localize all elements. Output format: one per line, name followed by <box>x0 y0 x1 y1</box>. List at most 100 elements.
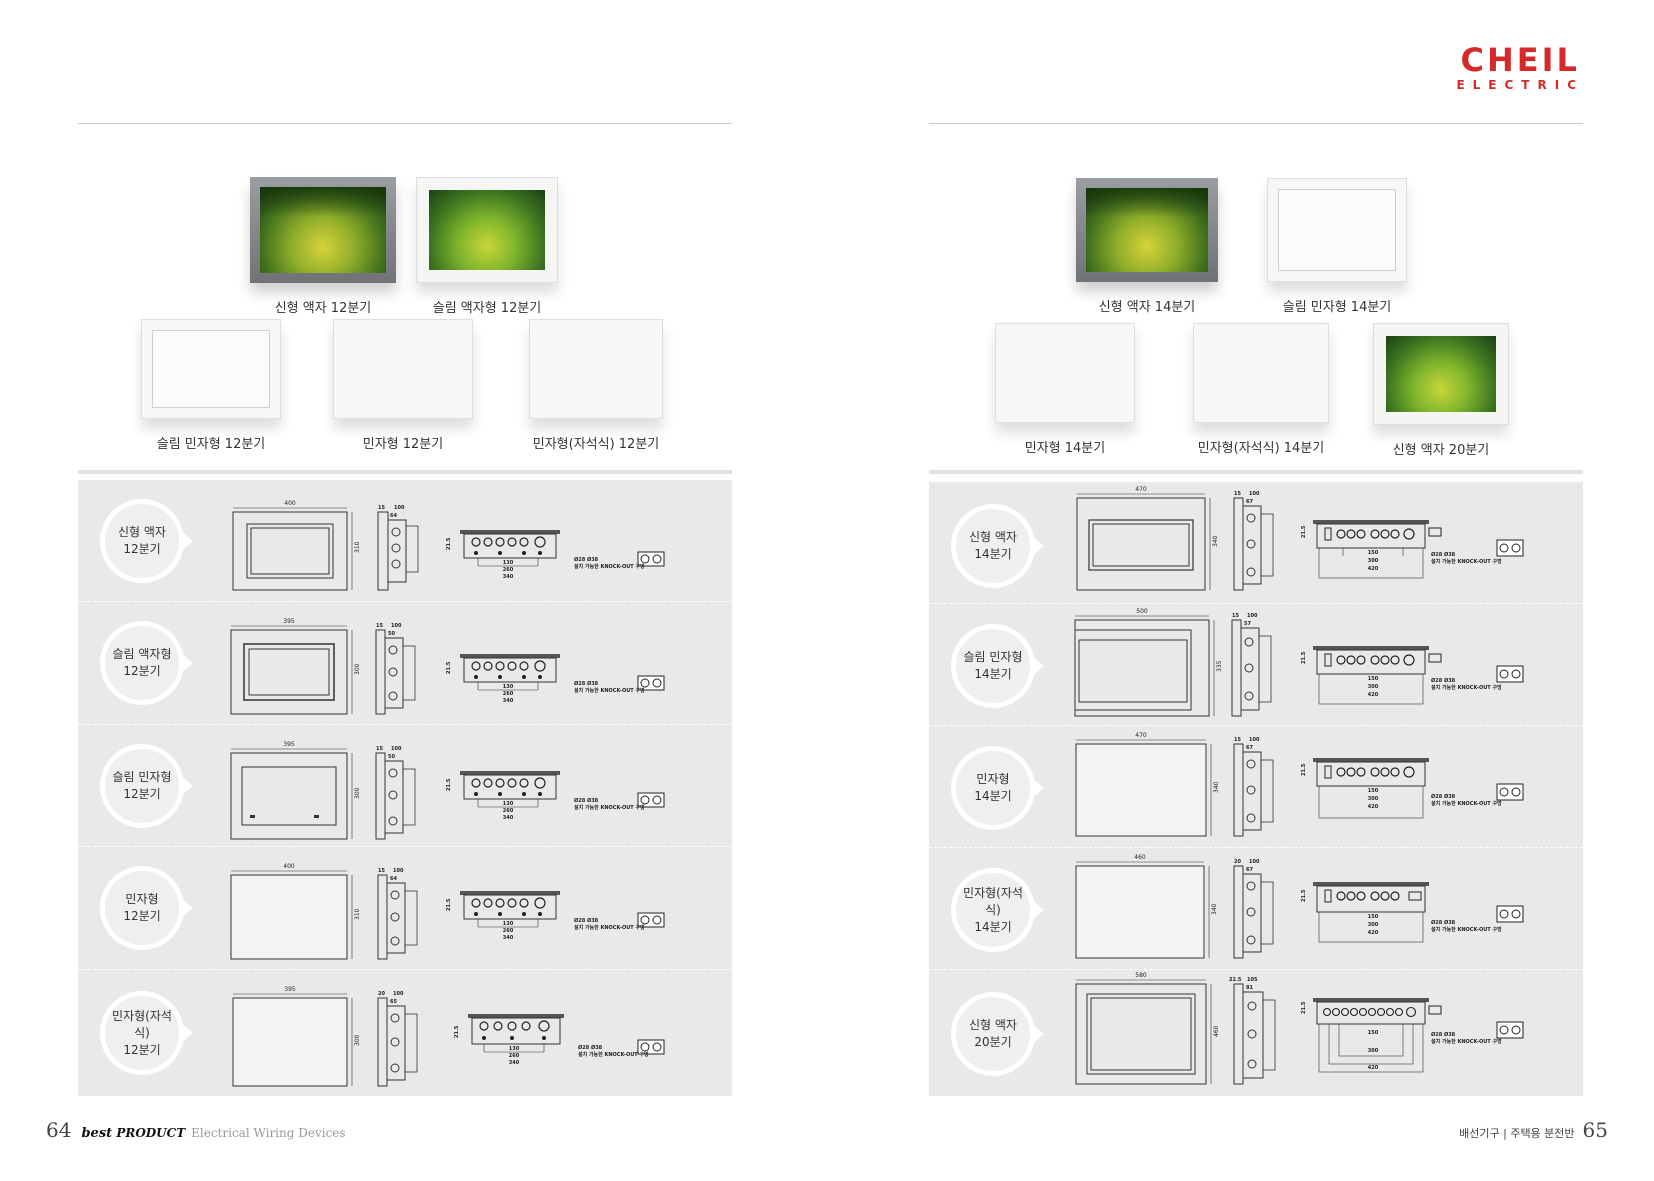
knockout-note-a: Ø28 Ø38 <box>1431 677 1456 684</box>
knockout-note-a: Ø28 Ø38 <box>1431 793 1456 800</box>
knockout-note-b: 설치 가능한 KNOCK-OUT 구멍 <box>1431 926 1502 933</box>
knockout-note-a: Ø28 Ø38 <box>578 1044 603 1051</box>
product-caption: 신형 액자 20분기 <box>1392 443 1490 458</box>
side-c-value: 64 <box>390 876 397 882</box>
spec-row: 민자형(자석식) 12분기 395 300 20 100 65 <box>78 970 732 1096</box>
product-caption: 민자형 12분기 <box>362 437 444 452</box>
dim-1: 150 <box>1368 676 1379 682</box>
side-c-value: 57 <box>1244 621 1251 627</box>
side-b-value: 100 <box>1249 737 1260 743</box>
lead-value: 21.5 <box>446 898 452 911</box>
side-a-value: 15 <box>376 746 383 752</box>
dim-1: 150 <box>1368 788 1379 794</box>
product-right-1: 슬림 민자형 14분기 <box>1262 178 1412 315</box>
row-separator <box>929 847 1583 848</box>
side-a-value: 20 <box>378 991 385 997</box>
dimension-drawing: 500 335 15 100 57 <box>1074 608 1524 717</box>
row-separator <box>78 601 732 602</box>
height-value: 335 <box>1216 660 1223 672</box>
spec-label: 신형 액자 12분기 <box>100 499 193 583</box>
side-b-value: 100 <box>1249 491 1260 497</box>
height-value: 310 <box>354 541 361 553</box>
lead-value: 21.5 <box>1301 1001 1307 1014</box>
spec-label: 슬림 민자형 14분기 <box>951 624 1044 708</box>
dim-3: 420 <box>1368 692 1379 698</box>
product-image <box>1267 178 1407 282</box>
width-value: 580 <box>1135 972 1147 979</box>
knockout-note-b: 설치 가능한 KNOCK-OUT 구멍 <box>1431 558 1502 565</box>
product-right-3: 민자형(자석식) 14분기 <box>1181 323 1341 456</box>
row-separator <box>929 603 1583 604</box>
knockout-note-b: 설치 가능한 KNOCK-OUT 구멍 <box>574 804 645 811</box>
knockout-note-b: 설치 가능한 KNOCK-OUT 구멍 <box>574 563 645 570</box>
dim-2: 300 <box>1368 558 1379 564</box>
height-value: 300 <box>354 663 361 675</box>
product-caption: 신형 액자 12분기 <box>274 301 372 316</box>
dim-2: 260 <box>509 1053 520 1059</box>
spec-row: 민자형(자석식) 14분기 460 340 20 100 67 <box>929 848 1583 970</box>
knockout-note-b: 설치 가능한 KNOCK-OUT 구멍 <box>574 687 645 694</box>
footer-subtitle: Electrical Wiring Devices <box>191 1126 346 1140</box>
dim-2: 260 <box>503 567 514 573</box>
dim-2: 300 <box>1368 796 1379 802</box>
product-caption: 민자형 14분기 <box>1024 441 1106 456</box>
dim-3: 340 <box>503 935 514 941</box>
product-left-3: 민자형 12분기 <box>328 319 478 452</box>
spec-label: 민자형(자석식) 14분기 <box>951 868 1044 952</box>
width-value: 400 <box>284 500 296 507</box>
dim-3: 420 <box>1368 566 1379 572</box>
panel-rule <box>78 470 732 474</box>
left-page: 신형 액자 12분기 슬림 액자형 12분기 슬림 민자형 12분기 민자형 1… <box>46 123 732 1142</box>
product-left-0: 신형 액자 12분기 <box>248 177 398 316</box>
side-a-value: 15 <box>376 623 383 629</box>
dimension-drawing: 580 460 22.5 105 81 <box>1075 972 1524 1085</box>
spec-row: 신형 액자 12분기 400 310 15 100 64 <box>78 480 732 602</box>
product-image <box>250 177 396 283</box>
lead-value: 21.5 <box>446 661 452 674</box>
lead-value: 21.5 <box>446 778 452 791</box>
side-b-value: 100 <box>393 991 404 997</box>
knockout-note-a: Ø28 Ø38 <box>1431 919 1456 926</box>
dimension-drawing: 395 300 15 100 50 <box>230 618 665 715</box>
lead-value: 21.5 <box>1301 525 1307 538</box>
cheil-electric-logo: CHEIL ELECTRIC <box>1456 41 1584 92</box>
footer-brand: best PRODUCT <box>81 1126 186 1141</box>
product-caption: 슬림 민자형 14분기 <box>1282 300 1392 315</box>
row-separator <box>929 725 1583 726</box>
side-b-value: 100 <box>1249 859 1260 865</box>
dimension-drawing: 470 340 15 100 67 <box>1076 486 1524 591</box>
spec-row: 슬림 민자형 12분기 395 300 15 100 50 <box>78 725 732 847</box>
product-image <box>1076 178 1218 282</box>
top-rule <box>78 123 732 124</box>
dim-1: 150 <box>1368 1030 1379 1036</box>
spec-panel: 신형 액자 12분기 400 310 15 100 64 <box>78 480 732 1096</box>
side-a-value: 15 <box>1232 613 1239 619</box>
dimension-drawing: 395 300 20 100 65 <box>232 986 665 1087</box>
side-b-value: 100 <box>391 746 402 752</box>
dim-2: 260 <box>503 808 514 814</box>
product-caption: 슬림 민자형 12분기 <box>156 437 266 452</box>
spec-label: 민자형(자석식) 12분기 <box>100 991 193 1075</box>
knockout-note-b: 설치 가능한 KNOCK-OUT 구멍 <box>578 1051 649 1058</box>
dim-3: 340 <box>503 574 514 580</box>
width-value: 395 <box>284 986 296 993</box>
dim-2: 300 <box>1368 922 1379 928</box>
product-image <box>995 323 1135 423</box>
dim-1: 150 <box>1368 550 1379 556</box>
height-value: 340 <box>1212 535 1219 547</box>
knockout-note-b: 설치 가능한 KNOCK-OUT 구멍 <box>1431 1038 1502 1045</box>
spec-label: 신형 액자 20분기 <box>951 992 1044 1076</box>
height-value: 460 <box>1213 1025 1220 1037</box>
dim-1: 150 <box>1368 914 1379 920</box>
side-c-value: 67 <box>1246 745 1253 751</box>
side-a-value: 15 <box>378 868 385 874</box>
spec-label: 민자형 12분기 <box>100 866 193 950</box>
dim-1: 130 <box>503 921 514 927</box>
dim-2: 260 <box>503 928 514 934</box>
lead-value: 21.5 <box>446 537 452 550</box>
side-a-value: 20 <box>1234 859 1241 865</box>
product-right-4: 신형 액자 20분기 <box>1366 323 1516 458</box>
right-page: CHEIL ELECTRIC 신형 액자 14분기 슬림 민자형 14분기 민자… <box>827 0 1654 1181</box>
height-value: 300 <box>354 787 361 799</box>
product-right-2: 민자형 14분기 <box>990 323 1140 456</box>
